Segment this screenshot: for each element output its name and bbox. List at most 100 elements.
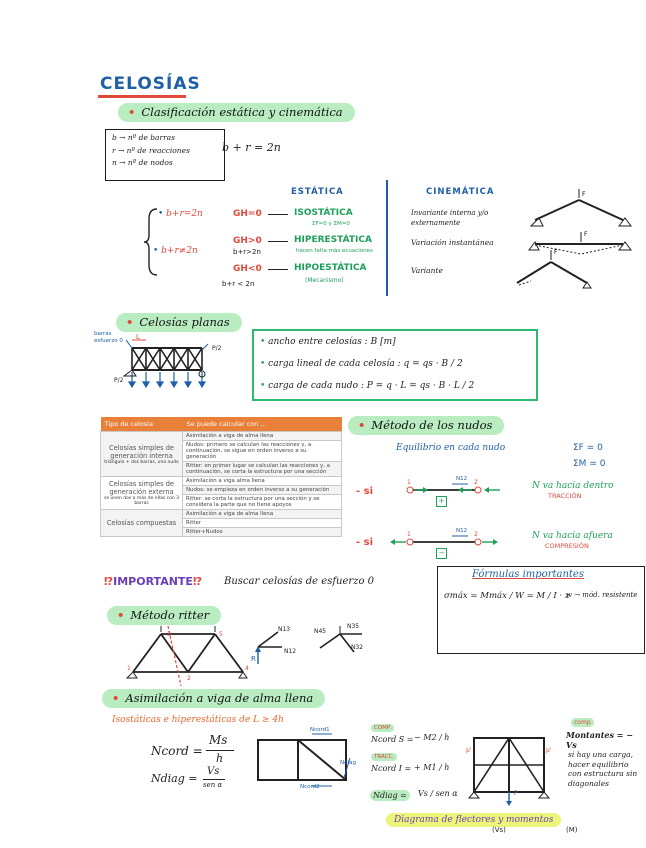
row2-dash: [268, 241, 288, 243]
table-group-cell: Celosías simples de generación interna t…: [100, 431, 183, 477]
row2-cond: • b+r≠2n: [153, 246, 198, 256]
node-2-label: 2: [474, 479, 478, 486]
compresion-note: N va hacia afuera: [532, 531, 613, 541]
instantanea-sketch: F: [528, 231, 632, 255]
legend-n: n → nº de nodos: [112, 158, 173, 167]
legend-r: r → nº de reacciones: [112, 145, 190, 155]
asimilacion-panel-drawing: [257, 733, 351, 787]
row2-gh: GH>0: [233, 236, 262, 246]
p-label: P: [514, 790, 518, 797]
group-name: Celosías simples de generación interna: [109, 443, 174, 460]
n32-label: N32: [351, 644, 364, 651]
svg-text:2: 2: [187, 675, 191, 682]
importante-note: Buscar celosías de esfuerzo 0: [224, 576, 374, 587]
celosias-table: Tipo de celosía Se puede calcular con ..…: [100, 417, 342, 537]
ritter-node-diagram-2: [319, 626, 362, 653]
table-cell: Asimilación a viga de alma llena: [182, 431, 342, 441]
ncord1-label: Ncord1: [310, 727, 330, 733]
importante-text: IMPORTANTE: [113, 575, 193, 588]
comp-lhs: Ncord S =: [371, 735, 414, 744]
title-underline: [98, 95, 186, 98]
comp-tag: COMP.: [371, 724, 395, 732]
planas-item-1: • ancho entre celosías : B [m]: [260, 337, 396, 347]
section-heading-asimilacion: •Asimilación a viga de alma llena: [102, 689, 326, 708]
section-heading-ritter: •Método ritter: [107, 606, 222, 625]
row3-dash: [268, 269, 288, 271]
n13-label: N13: [278, 626, 291, 633]
traccion-label: TRACCIÓN: [548, 492, 582, 500]
ndiag-den: sen α: [203, 781, 223, 789]
row1-type: ISOSTÁTICA: [294, 208, 353, 218]
table-header-row: Tipo de celosía Se puede calcular con ..…: [100, 417, 342, 432]
n12-label: N12: [456, 528, 468, 534]
svg-text:F: F: [582, 191, 586, 198]
heading-text: Método de los nudos: [371, 418, 493, 432]
node-1-label: 1: [407, 531, 411, 538]
row3-sub: b+r < 2n: [222, 280, 255, 288]
svg-text:p': p': [466, 747, 472, 754]
si-label-2: - si: [356, 537, 374, 548]
sum-f: ΣF = 0: [573, 443, 603, 453]
sigma-formula: σmáx = Mmáx / W = M / I · z: [444, 591, 570, 601]
comp-fraction: − M2 / h: [414, 733, 450, 742]
table-group-cell: Celosías simples de generación externa s…: [100, 476, 183, 510]
table-cell: Nudos: se empieza en orden inverso a su …: [182, 485, 342, 495]
section-heading-clasificacion: •Clasificación estática y cinemática: [118, 103, 355, 122]
cinematica-sketches: F F F: [516, 189, 632, 289]
m-tag: (M): [566, 826, 578, 834]
minus-sign: −: [436, 548, 447, 559]
row2-note: hacen falta más ecuaciones: [296, 248, 373, 254]
ncord2-label: Ncord2: [300, 784, 320, 790]
n12-ritter-label: N12: [284, 648, 297, 655]
vs-tag: (Vs): [492, 826, 506, 834]
row3-note: (Mecanismo): [305, 277, 344, 284]
row3-gh: GH<0: [233, 264, 262, 274]
page-title: CELOSÍAS: [100, 74, 201, 94]
r-label: R: [251, 655, 256, 663]
ncord-lhs: Ncord =: [151, 744, 203, 758]
load-left-label: P/2: [114, 377, 124, 384]
ndiag2-fraction: Vs / sen α: [418, 789, 458, 798]
formulas-title: Fórmulas importantes: [472, 569, 584, 580]
equilibrio-text: Equilibrio en cada nudo: [396, 443, 506, 453]
compresion-label: COMPRESIÓN: [545, 542, 589, 550]
row1-note: ΣF=0 y ΣM=0: [312, 221, 350, 227]
svg-text:5: 5: [219, 631, 223, 638]
asimilacion-subtitle: Isostáticas e hiperestáticas de L ≥ 4h: [112, 715, 284, 725]
table-cell: Asimilación a viga de alma llena: [182, 509, 342, 519]
right-comp-tag: comp: [571, 718, 594, 727]
table-group-cell: Celosías compuestas: [100, 509, 183, 537]
ndiag2-lhs: Ndiag =: [370, 790, 410, 801]
group-name: Celosías simples de generación externa: [109, 480, 174, 496]
cinematica-1: Invariante interna y/o externamente: [411, 209, 489, 227]
ncord-den: h: [216, 752, 224, 765]
group-note: triángulo + dos barras, una nudo: [104, 459, 179, 465]
n12-label: N12: [456, 476, 468, 482]
n45-label: N45: [314, 628, 327, 635]
column-divider: [386, 180, 388, 296]
tracc-tag: TRACC.: [371, 753, 398, 761]
section-heading-nudos: •Método de los nudos: [348, 416, 505, 435]
heading-text: Clasificación estática y cinemática: [141, 105, 343, 119]
row1-dash: [268, 214, 288, 216]
planas-item-3: • carga de cada nudo : P = q · L = qs · …: [260, 381, 475, 391]
group-name: Celosías compuestas: [106, 519, 177, 527]
cinematica-3: Variante: [411, 266, 443, 275]
traccion-diagram: [406, 483, 500, 494]
planas-item-2: • carga lineal de cada celosía : q = qs …: [260, 359, 463, 369]
traccion-note: N va hacia dentro: [532, 481, 614, 491]
legend-box: b → nº de barras r → nº de reacciones n …: [105, 129, 225, 181]
table-cell: Ritter: se corta la estructura por una s…: [182, 494, 342, 510]
node-1-label: 1: [407, 479, 411, 486]
heading-text: Método ritter: [130, 608, 210, 622]
variante-sketch: F: [516, 249, 592, 289]
montantes-formula: Montantes = − Vs: [566, 730, 633, 750]
ndiag-fraction-bar: [203, 779, 225, 781]
table-header: Se puede calcular con ...: [182, 417, 342, 432]
svg-text:p': p': [546, 747, 552, 754]
load-right-label: P/2: [212, 345, 222, 352]
cinematica-title: CINEMÁTICA: [426, 187, 495, 197]
svg-text:L: L: [136, 333, 140, 341]
table-row: Celosías compuestas Asimilación a viga d…: [100, 509, 342, 537]
table-cell: Asimilación a viga alma llena: [182, 476, 342, 486]
